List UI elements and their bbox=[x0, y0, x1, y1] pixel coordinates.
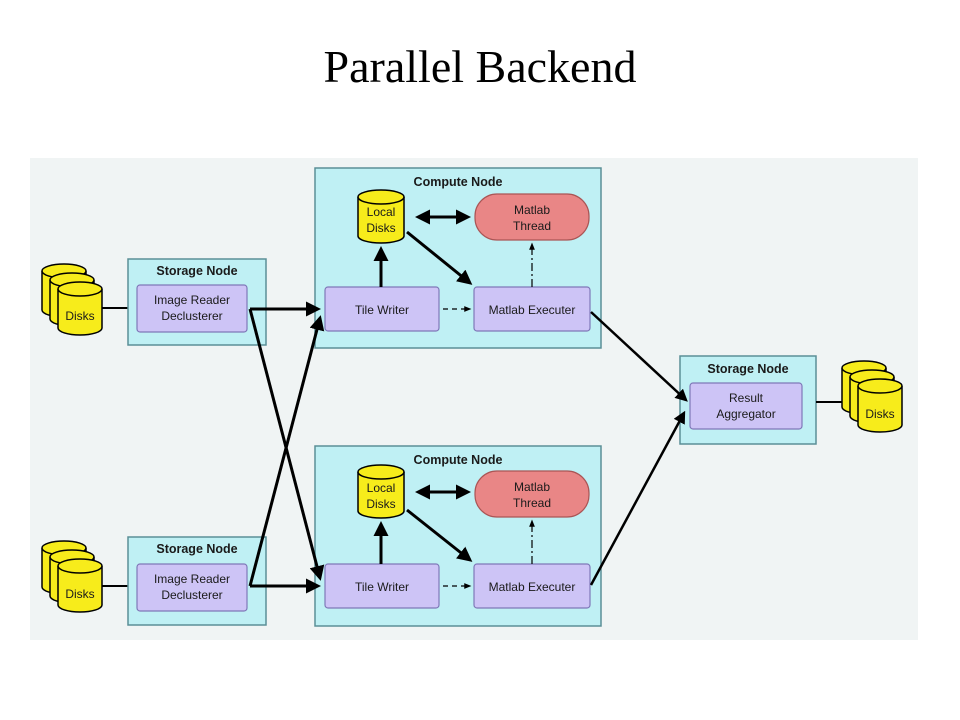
process-label-line1: Result bbox=[729, 391, 764, 405]
storage-node-result: Storage Node Result Aggregator bbox=[679, 355, 817, 445]
arrow-storage-top-to-writer-bottom bbox=[248, 308, 325, 581]
disk-stack-bottom-left: Disks bbox=[41, 540, 103, 613]
arrow-executer-top-to-result bbox=[590, 311, 688, 402]
disk-stack-right: Disks bbox=[841, 360, 903, 433]
disk-stack-top-left: Disks bbox=[41, 263, 103, 336]
disks-label: Disks bbox=[865, 407, 894, 421]
matlab-executer-label: Matlab Executer bbox=[489, 303, 576, 317]
node-header: Compute Node bbox=[414, 175, 503, 189]
storage-node-top-left: Storage Node Image Reader Declusterer bbox=[127, 258, 267, 346]
node-header: Storage Node bbox=[156, 542, 237, 556]
arrow-local-to-executer bbox=[406, 508, 473, 562]
arrow-storage-bottom-to-writer-top bbox=[248, 315, 325, 587]
inter-node-arrows bbox=[248, 301, 688, 594]
matlab-thread-label-line1: Matlab bbox=[514, 203, 550, 217]
compute-node-bottom: Compute Node Local Disks Matlab Thread T… bbox=[314, 445, 602, 627]
matlab-executer-label: Matlab Executer bbox=[489, 580, 576, 594]
process-label-line2: Aggregator bbox=[716, 407, 775, 421]
process-label-line1: Image Reader bbox=[154, 572, 230, 586]
local-disks-label-line2: Disks bbox=[366, 497, 395, 511]
arrow-local-to-executer bbox=[406, 230, 473, 285]
node-header: Storage Node bbox=[707, 362, 788, 376]
image-reader-box bbox=[136, 284, 248, 333]
tile-writer-label: Tile Writer bbox=[355, 303, 409, 317]
node-header: Storage Node bbox=[156, 264, 237, 278]
matlab-thread-box bbox=[474, 193, 590, 241]
image-reader-box bbox=[136, 563, 248, 612]
local-disks-label-line1: Local bbox=[367, 205, 396, 219]
local-disks-label-line2: Disks bbox=[366, 221, 395, 235]
matlab-thread-label-line2: Thread bbox=[513, 496, 551, 510]
matlab-thread-label-line2: Thread bbox=[513, 219, 551, 233]
slide-title: Parallel Backend bbox=[323, 41, 637, 92]
arrow-executer-bottom-to-result bbox=[589, 410, 686, 586]
result-aggregator-box bbox=[689, 382, 803, 430]
tile-writer-label: Tile Writer bbox=[355, 580, 409, 594]
local-disks-cylinder: Local Disks bbox=[357, 464, 405, 519]
process-label-line2: Declusterer bbox=[161, 309, 222, 323]
disks-label: Disks bbox=[65, 587, 94, 601]
matlab-thread-label-line1: Matlab bbox=[514, 480, 550, 494]
disks-label: Disks bbox=[65, 309, 94, 323]
compute-node-top: Compute Node Local Disks Matlab Thread T… bbox=[314, 167, 602, 349]
process-label-line1: Image Reader bbox=[154, 293, 230, 307]
matlab-thread-box bbox=[474, 470, 590, 518]
local-disks-label-line1: Local bbox=[367, 481, 396, 495]
local-disks-cylinder: Local Disks bbox=[357, 189, 405, 244]
node-header: Compute Node bbox=[414, 453, 503, 467]
process-label-line2: Declusterer bbox=[161, 588, 222, 602]
storage-node-bottom-left: Storage Node Image Reader Declusterer bbox=[127, 536, 267, 626]
